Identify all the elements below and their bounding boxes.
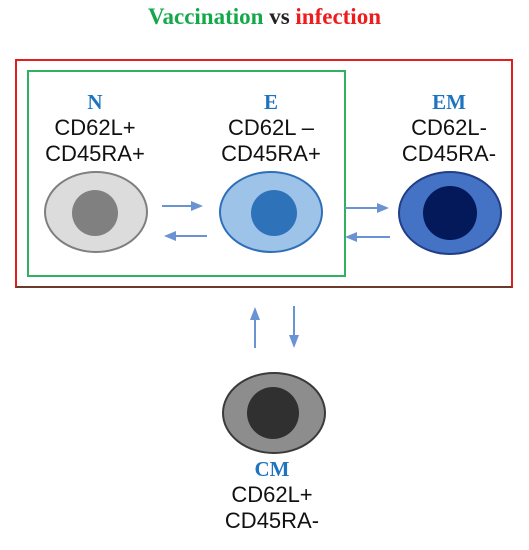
title-vaccination: Vaccination	[147, 4, 264, 29]
arrow-central-memory-up	[250, 307, 260, 348]
central-memory-marker-cd62l: CD62L+	[231, 482, 313, 507]
arrow-effector-memory-to-effector	[345, 232, 390, 242]
title-infection: infection	[295, 4, 381, 29]
figure-title: Vaccination vs infection	[0, 4, 529, 30]
naive-cell-label: N CD62L+ CD45RA+	[40, 89, 150, 167]
effector-memory-marker-cd45ra: CD45RA-	[401, 141, 497, 166]
effector-code: E	[263, 90, 278, 114]
central-memory-marker-cd45ra: CD45RA-	[224, 508, 320, 533]
vaccination-box	[27, 70, 346, 277]
central-memory-cell-label: CM CD62L+ CD45RA-	[217, 456, 327, 534]
effector-marker-cd45ra: CD45RA+	[221, 141, 321, 166]
naive-marker-cd62l: CD62L+	[54, 115, 136, 140]
naive-marker-cd45ra: CD45RA+	[45, 141, 145, 166]
central-memory-code: CM	[254, 457, 290, 481]
effector-memory-cell-icon	[398, 171, 502, 255]
arrow-naive-to-effector	[162, 201, 203, 211]
effector-memory-marker-cd62l: CD62L-	[411, 115, 487, 140]
naive-code: N	[87, 90, 103, 114]
title-vs: vs	[263, 4, 296, 29]
central-memory-cell-icon	[222, 372, 326, 454]
effector-memory-cell-label: EM CD62L- CD45RA-	[394, 89, 504, 167]
arrow-effector-to-effector-memory	[345, 203, 389, 213]
arrow-central-memory-down	[289, 306, 299, 348]
effector-cell-icon	[219, 171, 323, 253]
arrow-effector-to-naive	[164, 231, 207, 241]
naive-cell-icon	[44, 171, 148, 253]
infection-box	[15, 59, 513, 288]
effector-cell-label: E CD62L – CD45RA+	[216, 89, 326, 167]
effector-memory-code: EM	[432, 90, 466, 114]
effector-marker-cd62l: CD62L –	[227, 115, 314, 140]
